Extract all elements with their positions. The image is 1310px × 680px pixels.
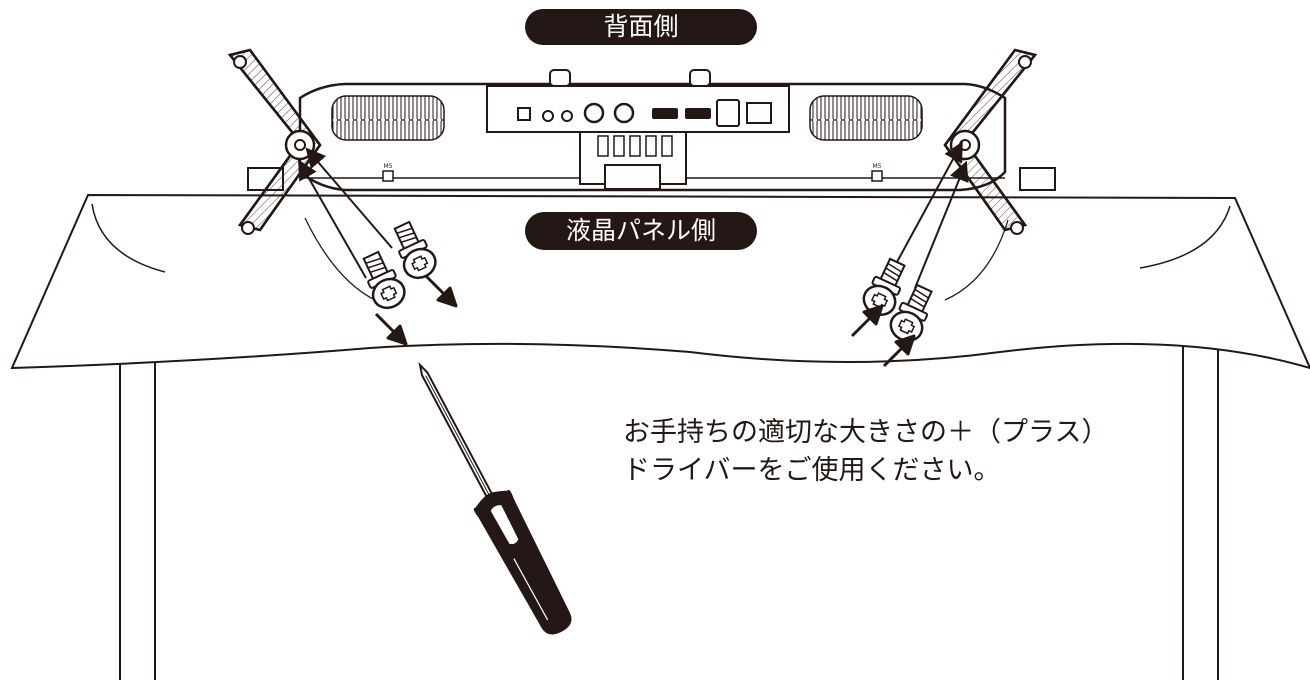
protective-cloth xyxy=(10,193,1310,370)
left-vent-grill xyxy=(331,95,445,141)
table xyxy=(119,345,1219,680)
right-stand-leg xyxy=(943,48,1038,235)
right-screw-hole xyxy=(871,170,883,182)
rear-side-label: 背面側 xyxy=(525,9,757,45)
panel-side-label: 液晶パネル側 xyxy=(525,212,757,250)
screw-guide-lines xyxy=(298,141,969,289)
instruction-line-1: お手持ちの適切な大きさの＋（プラス） xyxy=(623,417,1109,448)
instruction-line-2: ドライバーをご使用ください。 xyxy=(623,455,1001,486)
right-screw-hole-mark: M5 xyxy=(873,163,882,170)
left-stand-leg xyxy=(227,48,322,235)
right-vent-grill xyxy=(809,95,923,141)
port-panel xyxy=(486,85,790,133)
tv-rear-body: M5 M5 xyxy=(247,69,1056,192)
screwdriver-icon xyxy=(418,361,572,635)
left-screw-hole-mark: M5 xyxy=(384,163,393,170)
left-screw-hole xyxy=(382,170,394,182)
